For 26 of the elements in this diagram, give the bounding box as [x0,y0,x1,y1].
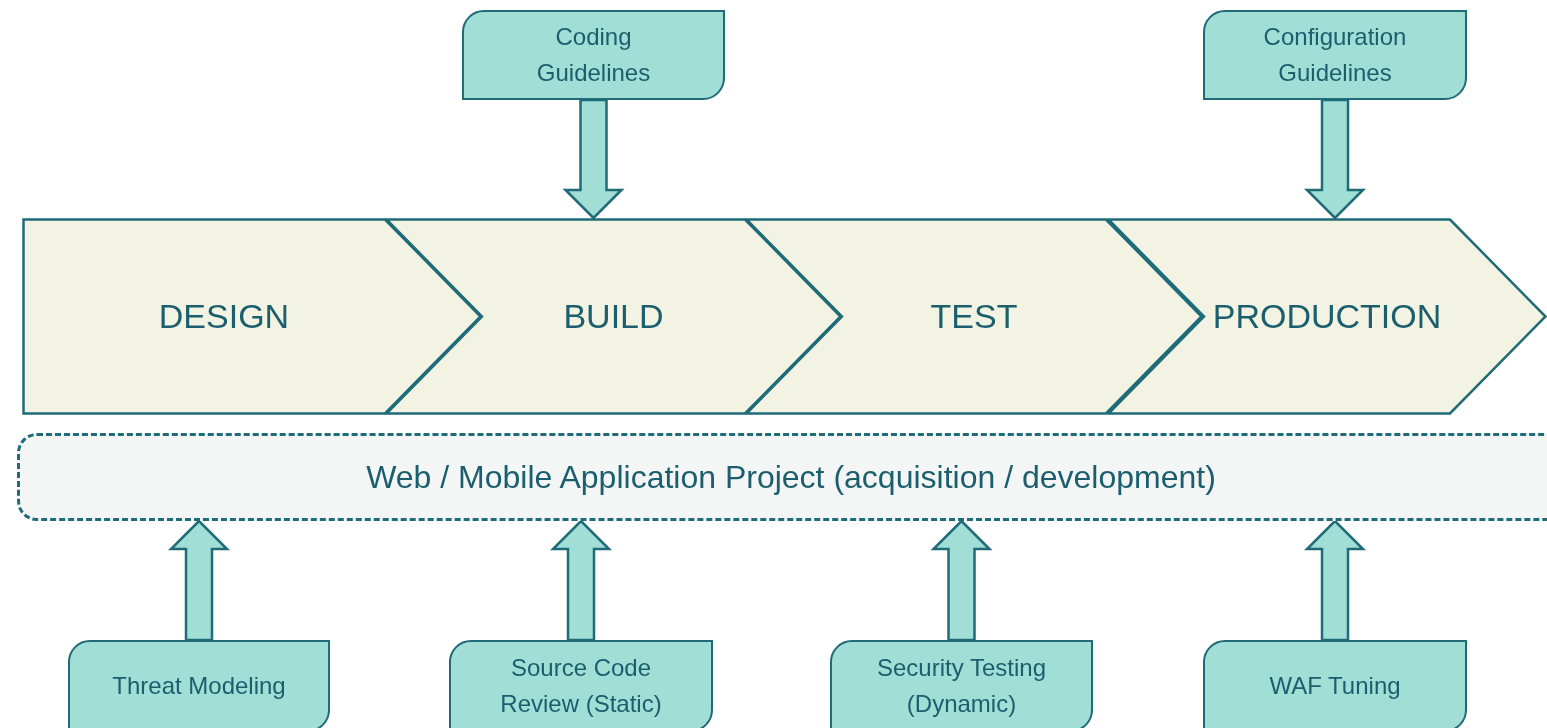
practice-label: Threat Modeling [112,671,286,701]
stage-label: PRODUCTION [1212,297,1442,336]
stage-panel [1107,218,1547,415]
practice-box [449,640,713,728]
block-arrow [1304,98,1366,220]
practice-label: Source Code Review (Static) [499,653,663,719]
stage-panel [745,218,1203,415]
project-band [17,433,1547,521]
practice-box [1203,10,1467,100]
practice-label: WAF Tuning [1269,671,1401,701]
practice-label: Configuration Guidelines [1262,22,1408,88]
stage-panel [385,218,842,415]
practice-box [462,10,725,100]
practice-label: Coding Guidelines [535,22,652,88]
practice-box [68,640,330,728]
block-arrow [550,519,612,642]
block-arrow [930,519,993,642]
practice-box [1203,640,1467,728]
block-arrow [168,519,230,642]
project-label: Web / Mobile Application Project (acquisition / development) [366,458,1216,496]
practice-box [830,640,1093,728]
practice-label: Security Testing (Dynamic) [876,653,1047,719]
block-arrow [1304,519,1366,642]
stage-label: TEST [930,297,1018,336]
stage-label: BUILD [563,297,664,336]
block-arrow [562,98,625,220]
